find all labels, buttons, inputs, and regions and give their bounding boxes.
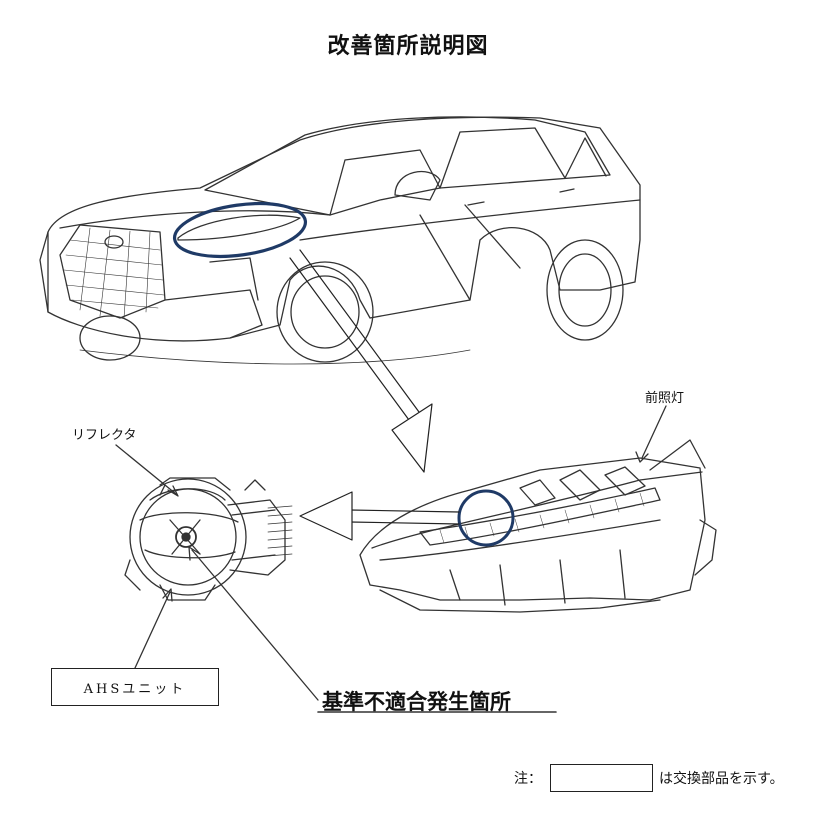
headlamp-leader [641, 405, 667, 459]
note-legend-box [550, 764, 653, 792]
car-headlamp-highlight [172, 201, 308, 259]
ahs-unit-illustration [124, 477, 293, 601]
diagram-title: 改善箇所説明図 [327, 34, 489, 59]
note-prefix: 注： [514, 771, 542, 787]
vehicle-illustration [39, 116, 641, 365]
note-suffix: は交換部品を示す。 [659, 771, 784, 787]
headlamp-assembly [359, 439, 717, 613]
headlamp-highlight [457, 489, 515, 547]
zoom-arrow-down [289, 249, 433, 473]
ahs-unit-leader [134, 591, 171, 669]
ahs-unit-label: AHSユニット [83, 681, 187, 697]
defect-leader [191, 549, 319, 701]
defect-location-label: 基準不適合発生箇所 [322, 690, 511, 714]
zoom-arrow-left [299, 491, 460, 541]
ahs-unit-label-box: AHSユニット [51, 668, 219, 706]
reflector-leader [115, 444, 177, 495]
replacement-note: 注： は交換部品を示す。 [514, 763, 784, 793]
reflector-label: リフレクタ [72, 428, 137, 443]
headlamp-label: 前照灯 [645, 391, 685, 406]
